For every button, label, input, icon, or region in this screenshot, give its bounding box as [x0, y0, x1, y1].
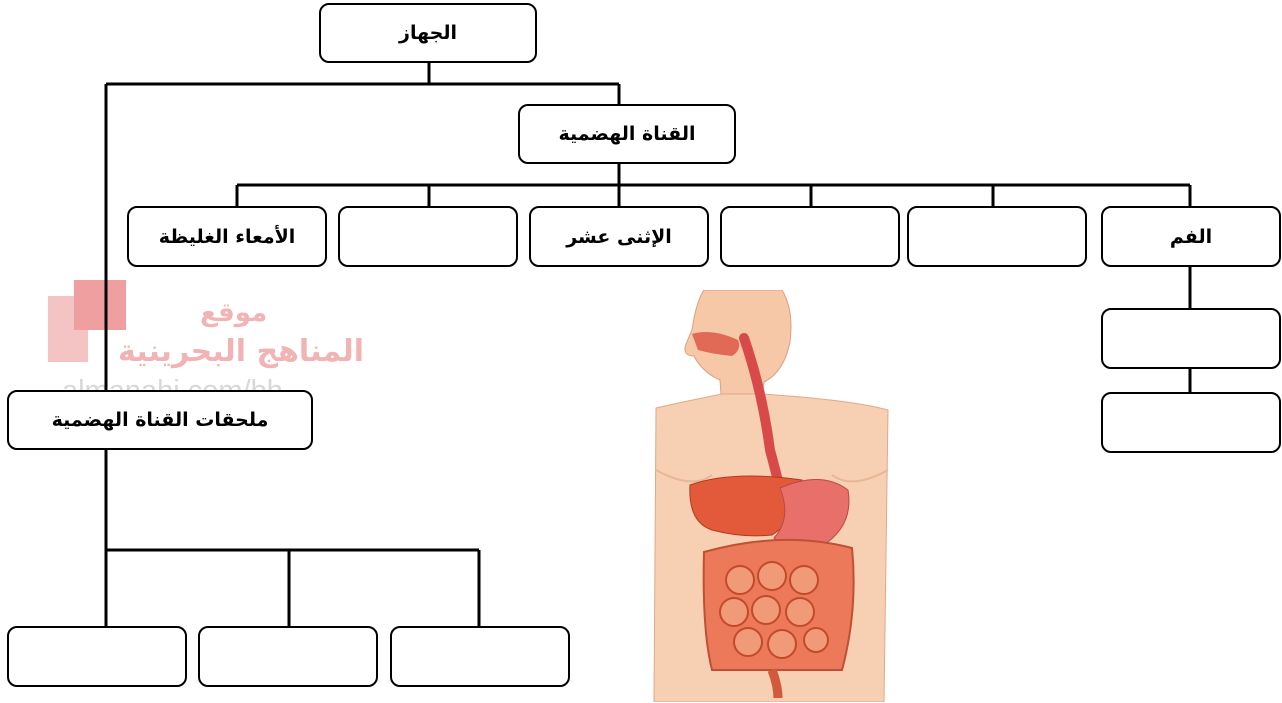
mouth-subpart-1	[1101, 308, 1281, 369]
root-label: الجهاز	[399, 22, 457, 44]
canal-part-large-intestine: الأمعاء الغليظة	[127, 206, 327, 267]
canal-part-mouth: الفم	[1101, 206, 1281, 267]
accessory-part-1	[7, 626, 187, 687]
canal-part-label: الإثنى عشر	[566, 226, 672, 248]
root-box: الجهاز	[319, 3, 537, 63]
accessory-part-3	[390, 626, 570, 687]
accessory-label: ملحقات القناة الهضمية	[52, 409, 269, 431]
accessory-part-2	[198, 626, 378, 687]
accessory-box: ملحقات القناة الهضمية	[7, 390, 313, 450]
canal-part-label: الفم	[1170, 226, 1212, 248]
canal-part-label: الأمعاء الغليظة	[159, 226, 296, 248]
canal-part-5	[338, 206, 518, 267]
canal-part-duodenum: الإثنى عشر	[529, 206, 709, 267]
digestive-system-anatomy-icon	[652, 290, 890, 702]
mouth-subpart-2	[1101, 392, 1281, 453]
canal-part-2	[907, 206, 1087, 267]
canal-part-3	[720, 206, 900, 267]
canal-label: القناة الهضمية	[559, 123, 696, 145]
canal-box: القناة الهضمية	[518, 104, 736, 164]
